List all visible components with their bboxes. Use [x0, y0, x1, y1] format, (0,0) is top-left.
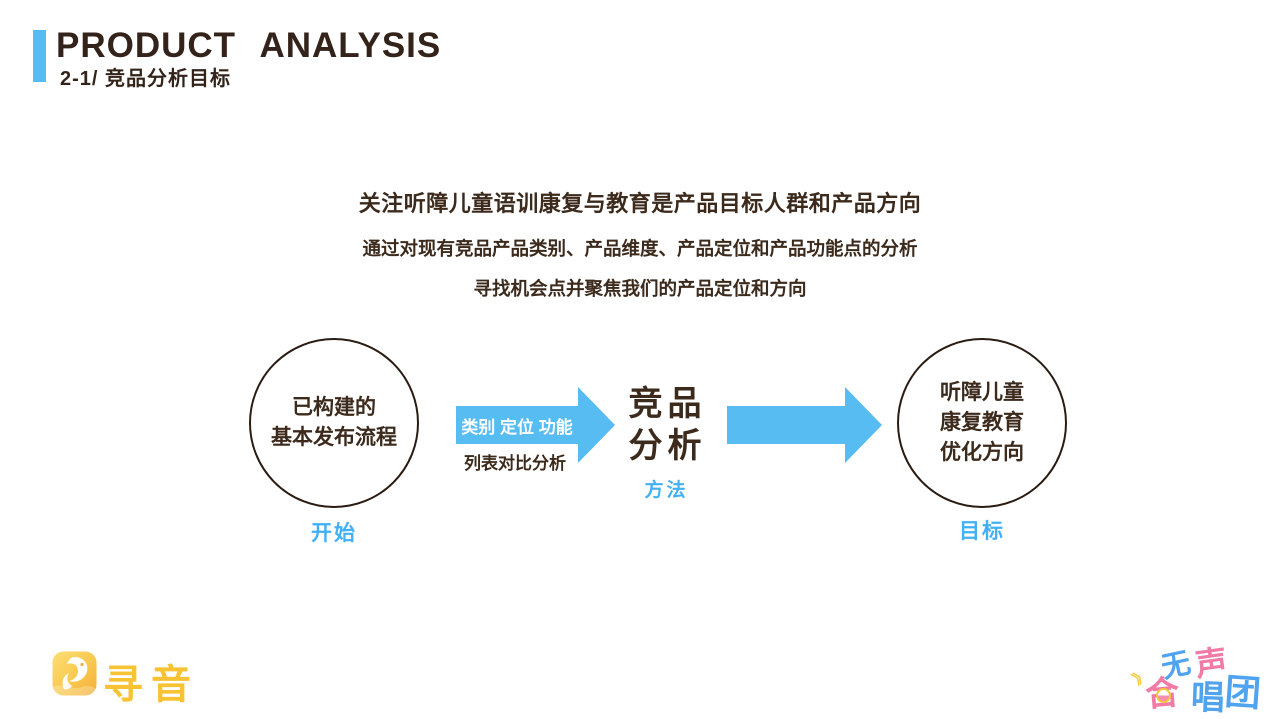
intro-text-block: 关注听障儿童语训康复与教育是产品目标人群和产品方向 通过对现有竞品产品类别、产品…: [0, 186, 1280, 301]
arrow-2: [727, 406, 845, 444]
page-title: PRODUCT ANALYSIS: [56, 26, 442, 65]
xunyin-brand-name: 寻音: [103, 663, 199, 707]
riceball-mouth-icon: [1156, 688, 1171, 703]
center-title: 竞品 分析: [628, 385, 707, 465]
start-label: 开始: [311, 522, 357, 545]
intro-line-3: 寻找机会点并聚焦我们的产品定位和方向: [473, 278, 807, 299]
page-subtitle: 2-1/ 竞品分析目标: [60, 68, 232, 90]
arrow-1: 类别 定位 功能: [456, 406, 578, 444]
goal-label: 目标: [959, 520, 1005, 543]
silent-choir-logo: 》 无 声 合 唱 团: [1130, 636, 1275, 718]
intro-line-1: 关注听障儿童语训康复与教育是产品目标人群和产品方向: [358, 191, 922, 216]
center-label: 方法: [644, 480, 689, 501]
arrow-1-head: [578, 387, 615, 463]
arrow-2-head: [845, 387, 882, 463]
dolphin-app-icon: [52, 651, 97, 696]
choir-char-tuan: 团: [1223, 670, 1263, 715]
accent-bar: [33, 30, 46, 82]
intro-line-2: 通过对现有竞品产品类别、产品维度、产品定位和产品功能点的分析: [362, 238, 918, 259]
start-circle-text: 已构建的 基本发布流程: [271, 396, 397, 449]
choir-char-chang: 唱: [1190, 678, 1226, 718]
arrow-1-note: 列表对比分析: [464, 454, 566, 473]
start-circle: 已构建的 基本发布流程: [249, 338, 419, 508]
goal-circle-text: 听障儿童 康复教育 优化方向: [940, 381, 1024, 464]
arrow-1-tags: 类别 定位 功能: [461, 417, 573, 437]
goal-circle: 听障儿童 康复教育 优化方向: [897, 338, 1067, 508]
